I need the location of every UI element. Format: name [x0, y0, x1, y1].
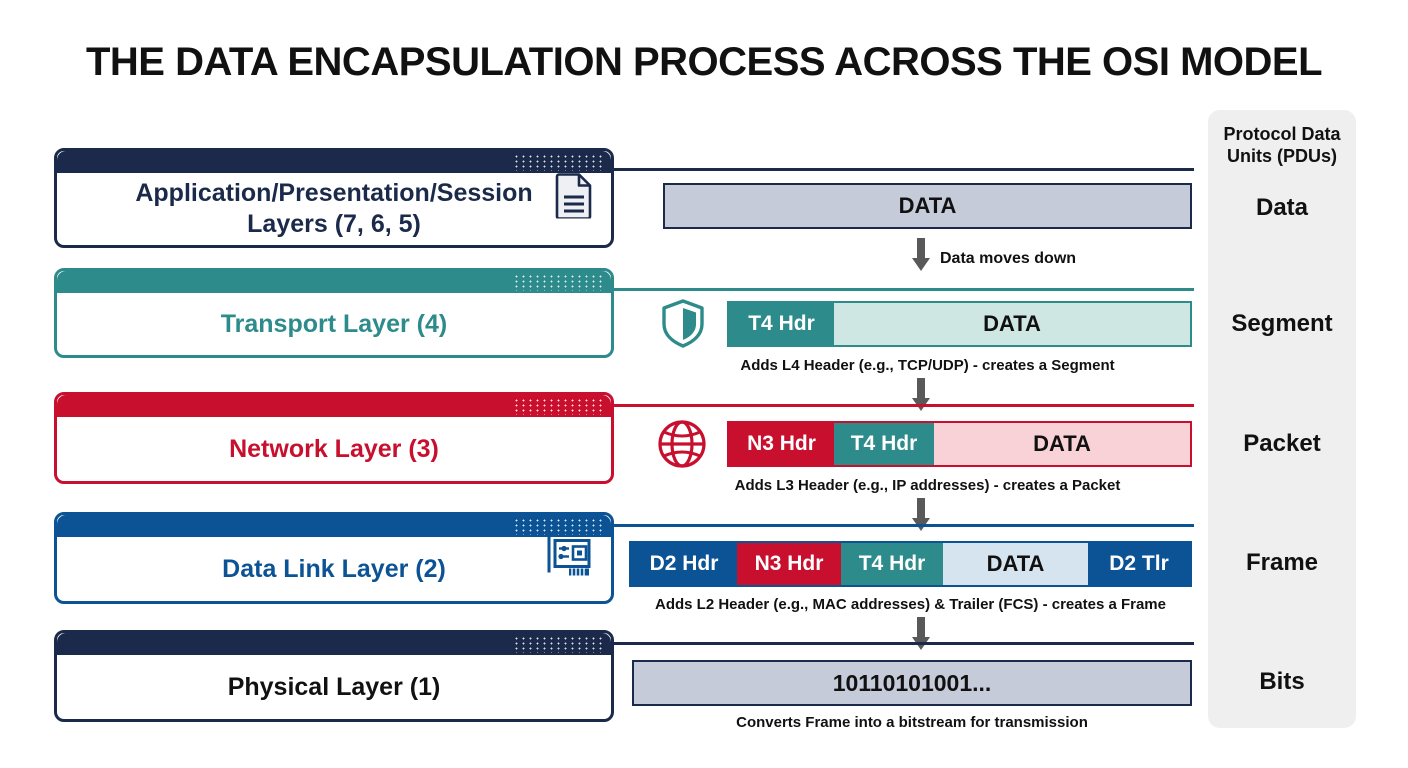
pdu-bar-bits[interactable]: 10110101001... [632, 660, 1192, 706]
layer-box-datalink[interactable]: Data Link Layer (2) [54, 512, 614, 604]
layer-strip-physical [57, 633, 611, 655]
layer-body-datalink: Data Link Layer (2) [57, 537, 611, 601]
layer-box-application[interactable]: Application/Presentation/Session Layers … [54, 148, 614, 248]
document-icon [555, 173, 593, 224]
pdu-segment-d2-tlr: D2 Tlr [1088, 543, 1190, 585]
layer-label-transport: Transport Layer (4) [220, 309, 448, 338]
caption-network: Adds L3 Header (e.g., IP addresses) - cr… [734, 477, 1121, 494]
layer-box-network[interactable]: Network Layer (3) [54, 392, 614, 484]
pdu-label-packet: Packet [1243, 430, 1321, 457]
globe-icon [656, 418, 708, 475]
pdu-label-data: Data [1255, 194, 1309, 221]
layer-body-network: Network Layer (3) [57, 417, 611, 481]
caption-datalink: Adds L2 Header (e.g., MAC addresses) & T… [654, 596, 1166, 613]
shield-icon [657, 297, 709, 354]
dot-pattern-icon [513, 518, 605, 535]
layer-strip-transport [57, 271, 611, 293]
caption-transport: Adds L4 Header (e.g., TCP/UDP) - creates… [740, 357, 1115, 374]
caption-physical: Converts Frame into a bitstream for tran… [736, 714, 1088, 731]
pdu-bar-segment[interactable]: T4 Hdr DATA [727, 301, 1192, 347]
layer-body-application: Application/Presentation/Session Layers … [57, 173, 611, 245]
pdu-bar-data[interactable]: DATA [663, 183, 1192, 229]
pdu-segment-t4-hdr: T4 Hdr [841, 543, 943, 585]
dot-pattern-icon [513, 274, 605, 291]
connector-line-physical [612, 642, 1194, 645]
dot-pattern-icon [513, 636, 605, 653]
pdu-panel [1208, 110, 1356, 728]
layer-strip-datalink [57, 515, 611, 537]
pdu-panel-heading: Protocol Data Units (PDUs) [1208, 123, 1356, 167]
pdu-segment-n3-hdr: N3 Hdr [737, 543, 841, 585]
pdu-segment-bitstream: 10110101001... [634, 662, 1190, 704]
pdu-bar-packet[interactable]: N3 Hdr T4 Hdr DATA [727, 421, 1192, 467]
layer-body-physical: Physical Layer (1) [57, 655, 611, 719]
pdu-label-frame: Frame [1245, 549, 1319, 576]
layer-body-transport: Transport Layer (4) [57, 293, 611, 355]
pdu-label-bits: Bits [1259, 668, 1305, 695]
layer-box-physical[interactable]: Physical Layer (1) [54, 630, 614, 722]
pdu-bar-frame[interactable]: D2 Hdr N3 Hdr T4 Hdr DATA D2 Tlr [629, 541, 1192, 587]
layer-strip-network [57, 395, 611, 417]
page-title: THE DATA ENCAPSULATION PROCESS ACROSS TH… [85, 40, 1323, 84]
dot-pattern-icon [513, 154, 605, 171]
pdu-label-segment: Segment [1231, 310, 1333, 337]
pdu-segment-d2-hdr: D2 Hdr [631, 543, 737, 585]
connector-line-application [612, 168, 1194, 171]
pdu-segment-data: DATA [834, 303, 1190, 345]
connector-line-transport [612, 288, 1194, 291]
pdu-segment-n3-hdr: N3 Hdr [729, 423, 834, 465]
pdu-segment-t4-hdr: T4 Hdr [729, 303, 834, 345]
pdu-segment-t4-hdr: T4 Hdr [834, 423, 934, 465]
layer-label-physical: Physical Layer (1) [227, 672, 441, 701]
pdu-segment-data: DATA [934, 423, 1190, 465]
pdu-heading-line1: Protocol Data [1223, 124, 1341, 144]
pdu-segment-data: DATA [943, 543, 1088, 585]
layer-box-transport[interactable]: Transport Layer (4) [54, 268, 614, 358]
network-card-icon [545, 533, 593, 584]
connector-line-network [612, 404, 1194, 407]
arrow-note-label: Data moves down [940, 250, 1077, 267]
layer-label-application: Application/Presentation/Session Layers … [135, 178, 532, 240]
dot-pattern-icon [513, 398, 605, 415]
layer-strip-application [57, 151, 611, 173]
layer-name-line1: Application/Presentation/Session [135, 179, 533, 207]
layer-name-line2: Layers (7, 6, 5) [247, 210, 421, 238]
pdu-heading-line2: Units (PDUs) [1226, 146, 1337, 166]
layer-label-network: Network Layer (3) [229, 434, 439, 463]
connector-line-datalink [612, 524, 1194, 527]
pdu-segment-data: DATA [665, 185, 1190, 227]
layer-label-datalink: Data Link Layer (2) [222, 554, 446, 583]
